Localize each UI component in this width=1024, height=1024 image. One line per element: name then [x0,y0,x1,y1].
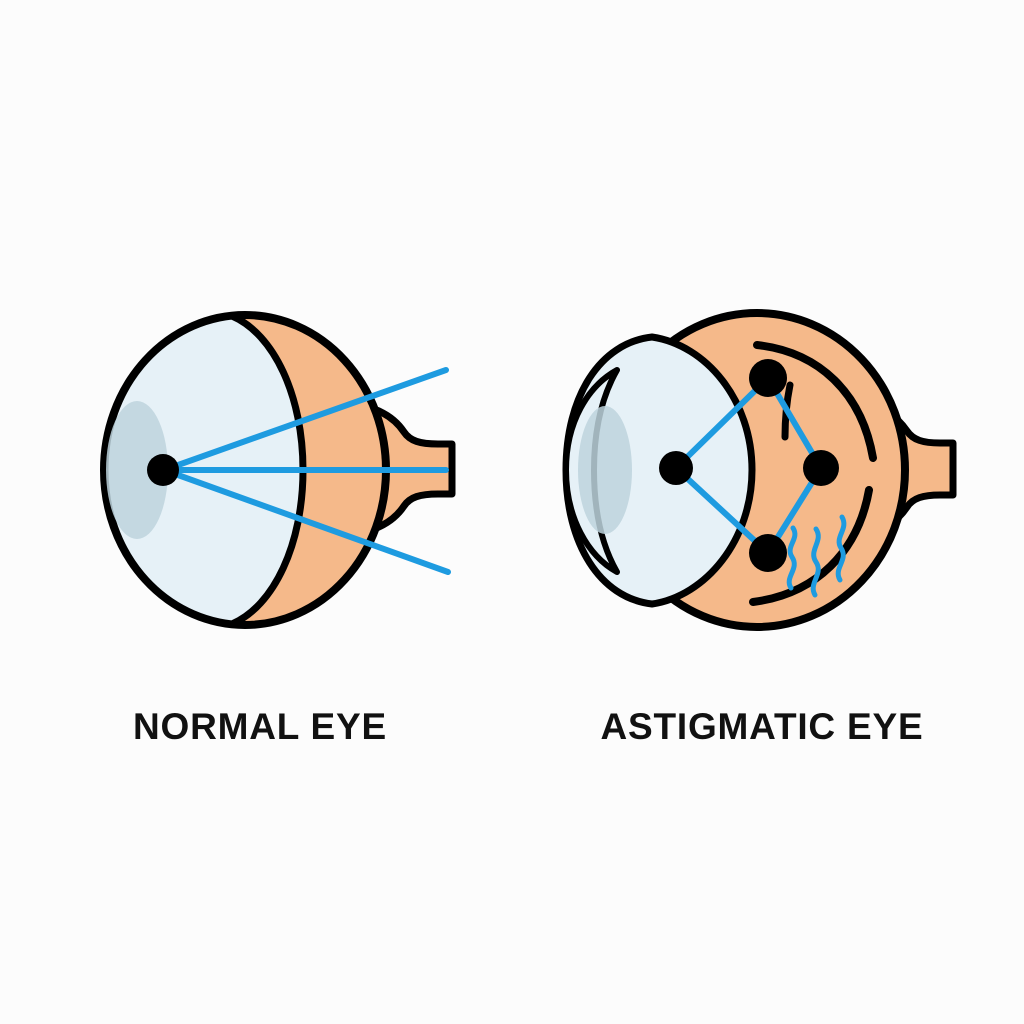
astigmatic-blur-squiggles [786,514,847,598]
blur-squiggle-3 [835,514,847,583]
normal-focal-point [147,454,179,486]
astigmatic-focal-point-rear [803,450,839,486]
astigmatic-ray-lower [673,465,771,556]
astigmatic-iris [578,406,632,534]
normal-iris [106,401,168,539]
blur-squiggle-1 [786,525,798,591]
astigmatic-focal-point-upper [749,359,787,397]
astigmatic-focal-point-lens [659,451,693,485]
astigmatic-ray-upper [673,375,771,471]
astigmatic-focal-point-lower [749,534,787,572]
distortion-arc-upper-outer [753,341,877,462]
normal-eye-illustration [100,311,456,629]
distortion-arc-lower-outer [749,486,873,606]
normal-light-rays [161,367,451,575]
blur-squiggle-2 [810,526,821,598]
astigmatic-eye-caption: ASTIGMATIC EYE [600,706,924,747]
astigmatic-eye-illustration [562,309,957,631]
normal-eye-caption: NORMAL EYE [132,706,387,747]
normal-ray-lower [161,467,451,575]
normal-ray-upper [161,367,449,473]
